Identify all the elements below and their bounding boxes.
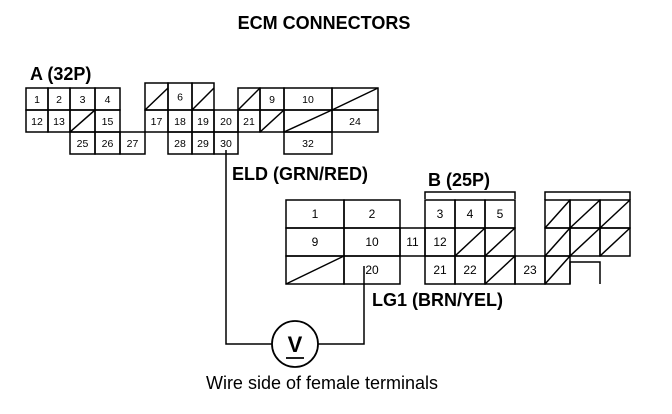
connector-b-label: B (25P) bbox=[428, 170, 490, 190]
connector-a-pin-label: 24 bbox=[349, 116, 361, 128]
connector-b-pin-label: 22 bbox=[463, 263, 477, 277]
connector-b-blank-cell bbox=[599, 227, 631, 257]
voltmeter-icon: V bbox=[271, 320, 319, 368]
connector-b-blank-slash bbox=[544, 255, 571, 285]
connector-a-label: A (32P) bbox=[30, 64, 91, 84]
connector-a-pin-label: 20 bbox=[220, 116, 232, 128]
connector-a-pin-label: 30 bbox=[220, 138, 232, 150]
connector-a-pin-label: 27 bbox=[127, 138, 139, 150]
svg-text:V: V bbox=[288, 332, 303, 357]
connector-a-pin-label: 25 bbox=[77, 138, 89, 150]
connector-a-pin-label: 19 bbox=[197, 116, 209, 128]
connector-b-blank-slash bbox=[544, 227, 571, 257]
connector-a-pin-label: 2 bbox=[56, 94, 62, 106]
connector-a-pin-label: 13 bbox=[53, 116, 65, 128]
connector-b-blank-slash bbox=[569, 199, 601, 229]
wire-lg1 bbox=[318, 266, 365, 345]
connector-b-pin-label: 1 bbox=[312, 207, 319, 221]
connector-a-blank-slash bbox=[191, 87, 215, 111]
connector-b-blank-slash bbox=[544, 199, 571, 229]
connector-a-pin-label: 28 bbox=[174, 138, 186, 150]
connector-b-blank-slash bbox=[484, 255, 516, 285]
connector-a-pin-label: 4 bbox=[105, 94, 111, 106]
connector-b-pin-label: 20 bbox=[365, 263, 379, 277]
connector-b-blank-slash bbox=[484, 227, 516, 257]
connector-a-pin-label: 15 bbox=[102, 116, 114, 128]
connector-a-pin-label: 21 bbox=[243, 116, 255, 128]
connector-a-pin-label: 17 bbox=[151, 116, 163, 128]
connector-b-blank-slash bbox=[454, 227, 486, 257]
connector-a-blank-slash bbox=[144, 87, 169, 111]
connector-b-side-bracket bbox=[544, 191, 631, 200]
connector-b-blank-slash bbox=[599, 227, 631, 257]
connector-b-pin-label: 3 bbox=[437, 207, 444, 221]
connector-b-blank-cell bbox=[484, 255, 516, 285]
connector-a-pin-label: 32 bbox=[302, 138, 314, 150]
caption: Wire side of female terminals bbox=[206, 373, 438, 393]
connector-a-blank-slash bbox=[331, 87, 379, 111]
connector-a-pin-label: 9 bbox=[269, 94, 275, 106]
connector-a-cell bbox=[119, 131, 146, 155]
connector-a-pin-label: 6 bbox=[177, 92, 183, 104]
connector-b-pin-label: 4 bbox=[467, 207, 474, 221]
connector-a-blank-slash bbox=[237, 87, 261, 111]
connector-a-pin-label: 1 bbox=[34, 94, 40, 106]
connector-b-cell bbox=[343, 255, 401, 285]
connector-b-pin-label: 21 bbox=[433, 263, 447, 277]
connector-b-pin-label: 5 bbox=[497, 207, 504, 221]
connector-a-blank-slash bbox=[69, 109, 96, 133]
connector-b-pin-label: 12 bbox=[433, 235, 447, 249]
connector-b-pin-label: 2 bbox=[369, 207, 376, 221]
connector-a-pin-label: 12 bbox=[31, 116, 43, 128]
connector-b-pin-label: 9 bbox=[312, 235, 319, 249]
connector-b-bracket bbox=[424, 191, 516, 199]
connector-b-pin-label: 11 bbox=[406, 235, 419, 249]
connector-a-pin-label: 29 bbox=[197, 138, 209, 150]
connector-a-pin-label: 10 bbox=[302, 94, 314, 106]
wire-eld bbox=[225, 150, 272, 345]
diagram-title: ECM CONNECTORS bbox=[238, 13, 411, 33]
connector-a-cell bbox=[283, 131, 333, 155]
connector-b-blank-slash bbox=[285, 255, 345, 285]
connector-a-pin-label: 18 bbox=[174, 116, 186, 128]
connector-b-blank-slash bbox=[569, 227, 601, 257]
connector-a-blank-slash bbox=[283, 109, 333, 133]
connector-a-pin-label: 3 bbox=[80, 94, 86, 106]
connector-b-pin-label: 23 bbox=[523, 263, 537, 277]
connector-b-blank-slash bbox=[599, 199, 631, 229]
connector-b-pin-label: 10 bbox=[365, 235, 379, 249]
wire-lg1-label: LG1 (BRN/YEL) bbox=[372, 290, 503, 310]
connector-a-blank-slash bbox=[259, 109, 285, 133]
connector-a-cell bbox=[331, 109, 379, 133]
connector-b-lower-tab bbox=[569, 261, 601, 284]
wire-eld-label: ELD (GRN/RED) bbox=[232, 164, 368, 184]
connector-a-pin-label: 26 bbox=[102, 138, 114, 150]
